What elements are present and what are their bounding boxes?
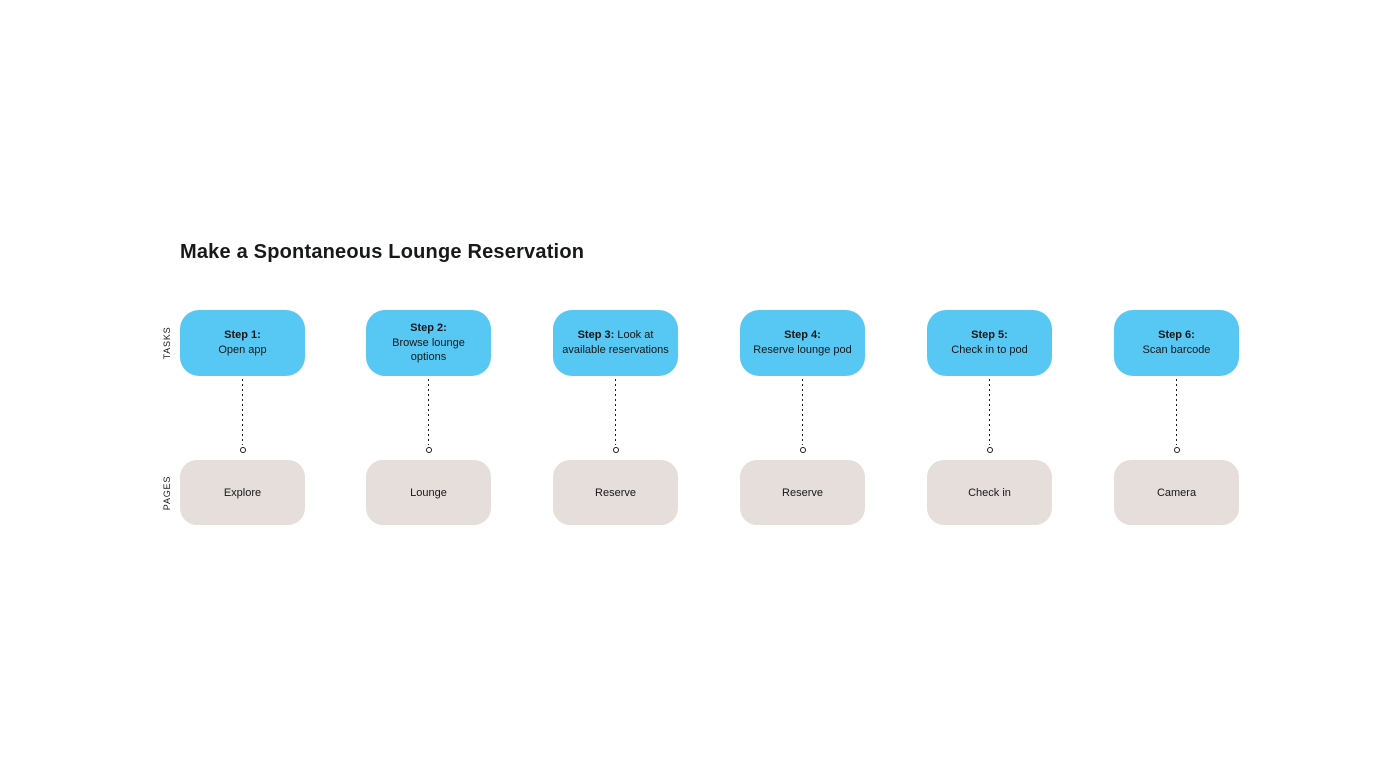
task-text: Browse lounge options	[392, 336, 465, 364]
task-card-step-3: Step 3: Look at available reservations	[553, 310, 678, 376]
task-card-step-1: Step 1: Open app	[180, 310, 305, 376]
step-label: Step 3:	[577, 329, 615, 342]
connector-node-icon	[1173, 447, 1180, 453]
flow-column-4: Step 4: Reserve lounge pod Reserve	[740, 310, 865, 526]
page-text: Reserve	[595, 486, 636, 499]
flow-column-1: Step 1: Open app Explore	[180, 310, 305, 526]
page-card-check-in: Check in	[927, 460, 1052, 525]
connector-node-icon	[799, 447, 806, 453]
task-card-step-2: Step 2: Browse lounge options	[366, 310, 491, 376]
flow-column-2: Step 2: Browse lounge options Lounge	[366, 310, 491, 526]
task-card-step-5: Step 5: Check in to pod	[927, 310, 1052, 376]
task-card-text: Step 6: Scan barcode	[1143, 328, 1211, 357]
task-card-text: Step 3: Look at available reservations	[560, 328, 671, 357]
page-text: Lounge	[410, 486, 447, 499]
page-card-explore: Explore	[180, 460, 305, 525]
connector-dotted-line	[801, 379, 804, 445]
step-label: Step 2:	[410, 322, 447, 335]
task-text: Look at available reservations	[562, 329, 669, 356]
connector-node-icon	[425, 447, 432, 453]
task-card-text: Step 4: Reserve lounge pod	[753, 328, 851, 357]
step-label: Step 5:	[971, 329, 1008, 342]
connector-node-icon	[239, 447, 246, 453]
page-card-reserve: Reserve	[553, 460, 678, 525]
connector-dotted-line	[1175, 379, 1178, 445]
page-card-reserve: Reserve	[740, 460, 865, 525]
flow-column-5: Step 5: Check in to pod Check in	[927, 310, 1052, 526]
task-card-text: Step 2: Browse lounge options	[373, 321, 484, 365]
step-label: Step 4:	[784, 329, 821, 342]
tasks-row-label: TASKS	[162, 326, 172, 360]
flow-column-3: Step 3: Look at available reservations R…	[553, 310, 678, 526]
task-card-step-6: Step 6: Scan barcode	[1114, 310, 1239, 376]
task-text: Reserve lounge pod	[753, 344, 852, 356]
connector-node-icon	[612, 447, 619, 453]
step-label: Step 1:	[224, 329, 261, 342]
step-label: Step 6:	[1158, 329, 1195, 342]
page-title: Make a Spontaneous Lounge Reservation	[180, 241, 585, 263]
task-card-step-4: Step 4: Reserve lounge pod	[740, 310, 865, 376]
page-card-lounge: Lounge	[366, 460, 491, 525]
connector-dotted-line	[241, 379, 244, 445]
page-text: Camera	[1156, 486, 1197, 499]
task-text: Check in to pod	[951, 344, 1028, 356]
flow-column-6: Step 6: Scan barcode Camera	[1114, 310, 1239, 526]
connector-dotted-line	[427, 379, 430, 445]
page-text: Reserve	[782, 486, 823, 499]
connector-dotted-line	[988, 379, 991, 445]
connector-dotted-line	[614, 379, 617, 445]
task-text: Scan barcode	[1142, 344, 1211, 356]
task-text: Open app	[218, 344, 267, 356]
connector-node-icon	[986, 447, 993, 453]
page-text: Explore	[223, 486, 262, 499]
pages-row-label: PAGES	[162, 475, 172, 511]
page-card-camera: Camera	[1114, 460, 1239, 525]
page-text: Check in	[968, 486, 1011, 499]
task-card-text: Step 5: Check in to pod	[951, 328, 1027, 357]
task-card-text: Step 1: Open app	[218, 328, 266, 357]
